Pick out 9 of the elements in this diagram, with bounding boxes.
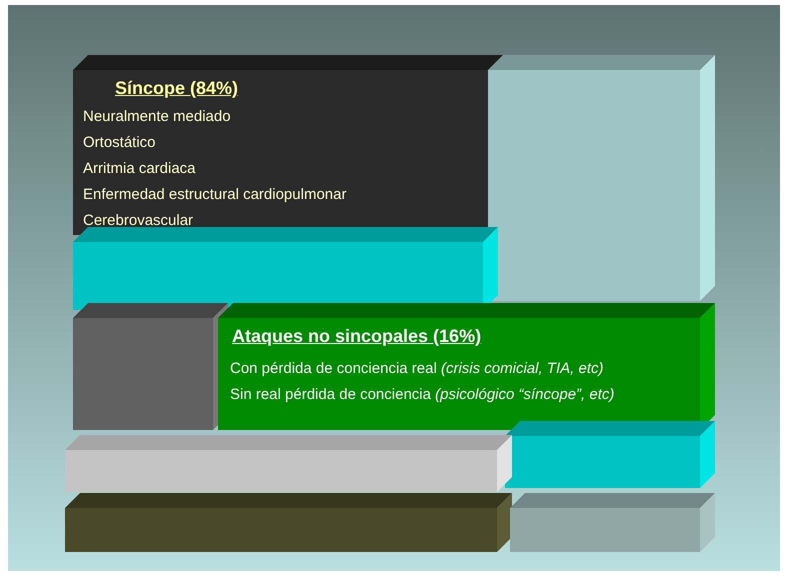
list-item: Ortostático [83, 134, 156, 151]
list-item: Sin real pérdida de conciencia (psicológico “síncope”, etc) [230, 386, 614, 403]
heading: Síncope (84%) [115, 78, 238, 99]
list-item: Neuralmente mediado [83, 108, 231, 125]
list-item: Arritmia cardiaca [83, 160, 196, 177]
list-item: Enfermedad estructural cardiopulmonar [83, 186, 346, 203]
list-item: Cerebrovascular [83, 212, 194, 229]
list-item: Con pérdida de conciencia real (crisis comicial, TIA, etc) [230, 360, 604, 377]
heading: Ataques no sincopales (16%) [232, 326, 482, 347]
